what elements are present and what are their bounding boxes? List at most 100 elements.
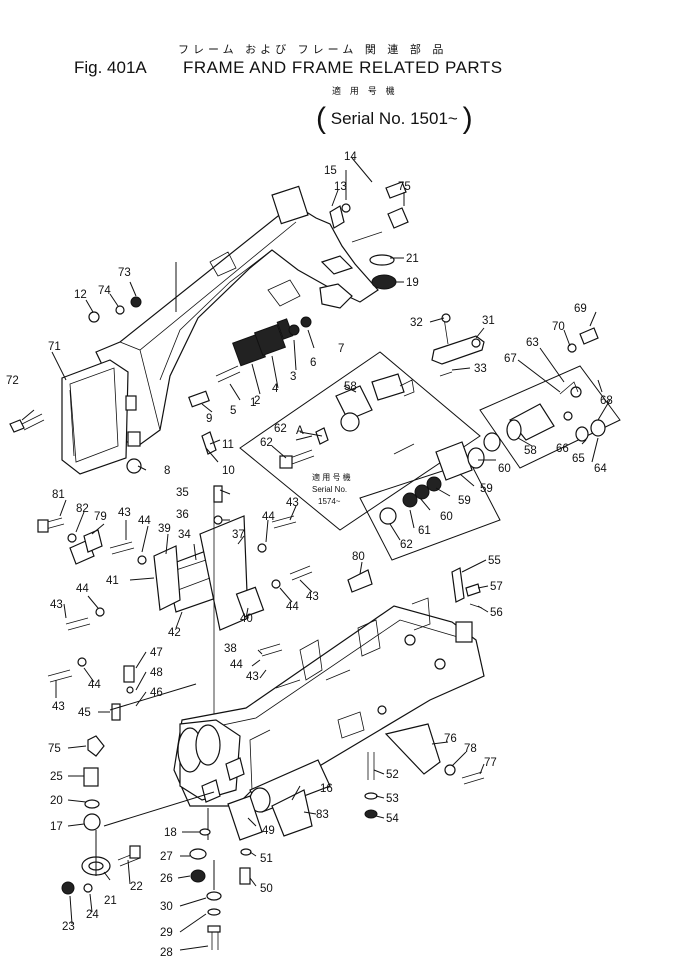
callout-44-d: 44 bbox=[286, 601, 299, 613]
callout-21-bottom: 21 bbox=[104, 895, 117, 907]
callout-58-right: 58 bbox=[524, 445, 537, 457]
callout-39: 39 bbox=[158, 523, 171, 535]
callout-68: 68 bbox=[600, 395, 613, 407]
callout-53: 53 bbox=[386, 793, 399, 805]
pin-55-assembly bbox=[451, 567, 483, 609]
callout-63: 63 bbox=[526, 337, 539, 349]
callout-77: 77 bbox=[484, 757, 497, 769]
callout-45: 45 bbox=[78, 707, 91, 719]
callout-19: 19 bbox=[406, 277, 419, 289]
inset-serial-jp: 適 用 号 機 bbox=[312, 472, 351, 482]
callout-82: 82 bbox=[76, 503, 89, 515]
bracket-79 bbox=[83, 529, 103, 553]
callout-49: 49 bbox=[262, 825, 275, 837]
callout-7: 7 bbox=[338, 343, 344, 355]
serial-range-text: Serial No. 1501~ bbox=[330, 109, 458, 128]
callout-29: 29 bbox=[160, 927, 173, 939]
callout-3: 3 bbox=[290, 371, 296, 383]
callout-73: 73 bbox=[118, 267, 131, 279]
callout-60-b: 60 bbox=[440, 511, 453, 523]
bolt-72 bbox=[9, 413, 45, 433]
callout-15: 15 bbox=[324, 165, 337, 177]
callout-11: 11 bbox=[222, 439, 234, 451]
callout-67: 67 bbox=[504, 353, 517, 365]
callout-30: 30 bbox=[160, 901, 173, 913]
bottom-center-stack bbox=[189, 808, 252, 950]
callout-A: A bbox=[296, 425, 304, 437]
callout-31: 31 bbox=[482, 315, 495, 327]
leader-lines bbox=[21, 157, 611, 951]
callout-60-a: 60 bbox=[498, 463, 511, 475]
callout-6: 6 bbox=[310, 357, 316, 369]
callout-42: 42 bbox=[168, 627, 181, 639]
callout-27: 27 bbox=[160, 851, 173, 863]
mount-rubber-assembly bbox=[188, 316, 312, 455]
callout-57: 57 bbox=[490, 581, 503, 593]
callout-59-b: 59 bbox=[458, 495, 471, 507]
callout-74: 74 bbox=[98, 285, 111, 297]
callout-18: 18 bbox=[164, 827, 177, 839]
callout-83: 83 bbox=[316, 809, 329, 821]
callout-43-f: 43 bbox=[52, 701, 65, 713]
callout-55: 55 bbox=[488, 555, 501, 567]
eyebolt-assembly bbox=[61, 830, 141, 895]
japanese-title: フレーム および フレーム 関 連 部 品 bbox=[178, 43, 448, 56]
callout-54: 54 bbox=[386, 813, 399, 825]
callout-43-b: 43 bbox=[286, 497, 299, 509]
callout-13: 13 bbox=[334, 181, 347, 193]
inset-serial-line1: Serial No. bbox=[312, 485, 347, 494]
left-bolts bbox=[37, 515, 313, 683]
nut-8 bbox=[126, 458, 142, 474]
callout-75-left: 75 bbox=[48, 743, 61, 755]
callout-43-e: 43 bbox=[246, 671, 259, 683]
callout-76: 76 bbox=[444, 733, 457, 745]
inset-box-lower bbox=[359, 432, 501, 561]
callout-43-d: 43 bbox=[50, 599, 63, 611]
bracket-assembly bbox=[69, 485, 265, 748]
left-lower-hardware bbox=[83, 735, 215, 831]
callout-44-a: 44 bbox=[138, 515, 151, 527]
callout-56: 56 bbox=[490, 607, 503, 619]
callout-72: 72 bbox=[6, 375, 19, 387]
inset-box-upper bbox=[239, 351, 481, 531]
callout-2: 2 bbox=[254, 395, 260, 407]
callout-32: 32 bbox=[410, 317, 423, 329]
callout-labels: 1 2 3 4 5 6 7 8 9 10 11 12 13 14 15 16 1… bbox=[6, 151, 613, 959]
callout-71: 71 bbox=[48, 341, 61, 353]
figure-header: フレーム および フレーム 関 連 部 品 Fig. 401A FRAME AN… bbox=[0, 0, 688, 135]
callout-37: 37 bbox=[232, 529, 245, 541]
callout-62-c: 62 bbox=[400, 539, 413, 551]
inset-serial-line2: 1574~ bbox=[318, 497, 341, 506]
callout-35: 35 bbox=[176, 487, 189, 499]
callout-62-a: 62 bbox=[260, 437, 273, 449]
bracket-76-assembly bbox=[384, 723, 485, 785]
callout-62-b: 62 bbox=[274, 423, 287, 435]
front-end bbox=[177, 719, 331, 841]
callout-64: 64 bbox=[594, 463, 607, 475]
callout-21-top: 21 bbox=[406, 253, 419, 265]
callout-24: 24 bbox=[86, 909, 99, 921]
callout-25: 25 bbox=[50, 771, 63, 783]
figure-number: Fig. 401A bbox=[74, 58, 147, 77]
callout-8: 8 bbox=[164, 465, 170, 477]
callout-50: 50 bbox=[260, 883, 273, 895]
callout-70: 70 bbox=[552, 321, 565, 333]
rear-plate bbox=[61, 359, 141, 475]
callout-65: 65 bbox=[572, 453, 585, 465]
callout-51: 51 bbox=[260, 853, 273, 865]
callout-79: 79 bbox=[94, 511, 107, 523]
callout-80: 80 bbox=[352, 551, 365, 563]
callout-47: 47 bbox=[150, 647, 163, 659]
callout-12: 12 bbox=[74, 289, 87, 301]
callout-44-e: 44 bbox=[230, 659, 243, 671]
upper-main-frame bbox=[95, 185, 379, 447]
japanese-applicable-serial: 適 用 号 機 bbox=[332, 87, 398, 97]
callout-59-a: 59 bbox=[480, 483, 493, 495]
callout-20: 20 bbox=[50, 795, 63, 807]
callout-43-a: 43 bbox=[118, 507, 131, 519]
callout-78: 78 bbox=[464, 743, 477, 755]
callout-5: 5 bbox=[230, 405, 236, 417]
callout-34: 34 bbox=[178, 529, 191, 541]
nut-73 bbox=[130, 296, 142, 308]
